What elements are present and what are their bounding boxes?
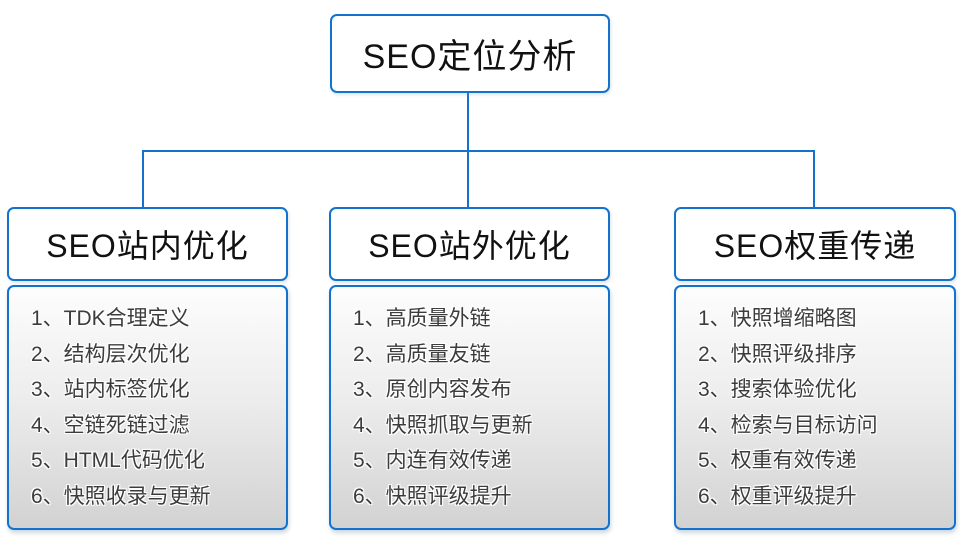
branch-header-offsite: SEO站外优化 <box>329 207 610 281</box>
list-item: 1、高质量外链 <box>353 307 491 330</box>
branch-list-weight: 1、快照增缩略图 2、快照评级排序 3、搜索体验优化 4、检索与目标访问 5、权… <box>674 285 956 530</box>
branch-header-label: SEO站内优化 <box>46 228 249 264</box>
list-item: 3、站内标签优化 <box>31 378 190 402</box>
list-item: 2、快照评级排序 <box>698 342 857 366</box>
list-item: 4、空链死链过滤 <box>31 413 190 437</box>
branch-header-label: SEO权重传递 <box>713 228 917 264</box>
list-item: 5、HTML代码优化 <box>31 449 205 473</box>
branch-list-onsite: 1、TDK合理定义 2、结构层次优化 3、站内标签优化 4、空链死链过滤 5、H… <box>7 285 288 530</box>
list-item: 5、权重有效传递 <box>698 449 857 473</box>
branch-header-label: SEO站外优化 <box>368 228 571 264</box>
connector-right-vertical <box>813 150 815 208</box>
list-item: 5、内连有效传递 <box>353 449 512 473</box>
list-item: 1、快照增缩略图 <box>698 307 857 330</box>
root-node: SEO定位分析 <box>330 14 610 93</box>
list-item: 4、快照抓取与更新 <box>353 413 533 437</box>
branch-header-onsite: SEO站内优化 <box>7 207 288 281</box>
connector-horizontal <box>142 150 815 152</box>
branch-header-weight: SEO权重传递 <box>674 207 956 281</box>
connector-middle-vertical <box>467 150 469 208</box>
list-item: 6、权重评级提升 <box>698 484 857 508</box>
connector-left-vertical <box>142 150 144 208</box>
list-item: 6、快照收录与更新 <box>31 484 211 508</box>
list-item: 2、高质量友链 <box>353 342 491 366</box>
list-item: 3、原创内容发布 <box>353 378 512 402</box>
list-item: 6、快照评级提升 <box>353 484 512 508</box>
root-node-label: SEO定位分析 <box>362 38 578 76</box>
list-item: 4、检索与目标访问 <box>698 413 878 437</box>
branch-list-offsite: 1、高质量外链 2、高质量友链 3、原创内容发布 4、快照抓取与更新 5、内连有… <box>329 285 610 530</box>
list-item: 1、TDK合理定义 <box>31 307 190 330</box>
list-item: 2、结构层次优化 <box>31 342 190 366</box>
list-item: 3、搜索体验优化 <box>698 378 857 402</box>
connector-root-vertical <box>467 93 469 152</box>
